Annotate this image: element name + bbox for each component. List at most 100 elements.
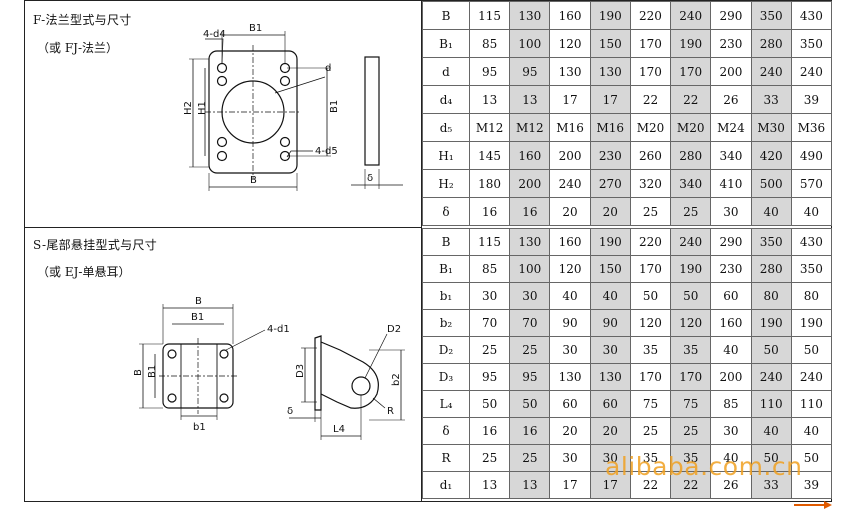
table-cell: M24 bbox=[710, 113, 752, 142]
table-cell: 190 bbox=[670, 29, 712, 58]
tail-drawing: B B1 4-d1 B B1 b1 δ L4 D3 D2 b2 R bbox=[133, 296, 405, 440]
table-cell: 430 bbox=[790, 228, 833, 256]
watermark: alibaba.com.cn bbox=[605, 452, 803, 481]
table-cell: 50 bbox=[670, 282, 712, 310]
flange-hole bbox=[216, 75, 228, 87]
table-cell: 120 bbox=[670, 309, 712, 337]
table-cell: 115 bbox=[468, 1, 511, 30]
table-cell: 80 bbox=[750, 282, 792, 310]
table-cell: 240 bbox=[790, 363, 833, 391]
table-cell: 25 bbox=[670, 417, 712, 445]
table-cell: 90 bbox=[549, 309, 591, 337]
table-cell: 26 bbox=[710, 85, 752, 114]
table-cell: 290 bbox=[710, 1, 752, 30]
table-cell: 170 bbox=[629, 363, 672, 391]
table-cell: 170 bbox=[629, 57, 672, 86]
table-cell: 130 bbox=[589, 57, 631, 86]
tail-label-delta: δ bbox=[287, 406, 293, 417]
table-cell: M12 bbox=[509, 113, 551, 142]
table-cell: 16 bbox=[509, 417, 551, 445]
table-cell: 240 bbox=[670, 228, 712, 256]
row-label: D₃ bbox=[422, 363, 470, 391]
table-cell: 26 bbox=[710, 471, 752, 499]
table-cell: 13 bbox=[468, 85, 511, 114]
table-cell: 240 bbox=[790, 57, 833, 86]
table-cell: 13 bbox=[509, 85, 551, 114]
tail-label-b2: b2 bbox=[391, 373, 402, 386]
tail-hole bbox=[167, 349, 177, 359]
table-cell: 160 bbox=[549, 228, 591, 256]
row-label: D₂ bbox=[422, 336, 470, 364]
table-cell: 33 bbox=[750, 85, 792, 114]
tail-label-b: B bbox=[195, 296, 202, 307]
row-label: L₄ bbox=[422, 390, 470, 418]
table-cell: 280 bbox=[670, 141, 712, 170]
table-cell: 95 bbox=[509, 57, 551, 86]
table-cell: 340 bbox=[670, 169, 712, 198]
row-label: R bbox=[422, 444, 470, 472]
table-cell: 60 bbox=[549, 390, 591, 418]
table-cell: 240 bbox=[670, 1, 712, 30]
table-cell: 30 bbox=[589, 336, 631, 364]
table-cell: 100 bbox=[509, 255, 551, 283]
table-cell: 50 bbox=[468, 390, 511, 418]
table-cell: 150 bbox=[589, 255, 631, 283]
table-cell: 25 bbox=[629, 417, 672, 445]
tail-hole bbox=[219, 349, 229, 359]
table-cell: 16 bbox=[468, 197, 511, 226]
table-cell: 130 bbox=[509, 228, 551, 256]
spec-sheet-frame: F-法兰型式与尺寸 （或 FJ-法兰） bbox=[24, 0, 833, 502]
row-label: d₄ bbox=[422, 85, 470, 114]
table-cell: 350 bbox=[790, 255, 833, 283]
table-cell: 25 bbox=[509, 444, 551, 472]
table-cell: 20 bbox=[589, 417, 631, 445]
table-cell: M20 bbox=[670, 113, 712, 142]
table-cell: 50 bbox=[790, 336, 833, 364]
table-cell: 350 bbox=[790, 29, 833, 58]
table-cell: 170 bbox=[629, 29, 672, 58]
flange-label-hole5: 4-d5 bbox=[315, 146, 338, 157]
table-cell: 85 bbox=[710, 390, 752, 418]
table-cell: 200 bbox=[710, 57, 752, 86]
flange-label-delta: δ bbox=[367, 173, 373, 184]
table-cell: 160 bbox=[509, 141, 551, 170]
table-cell: 230 bbox=[710, 255, 752, 283]
table-cell: 17 bbox=[589, 85, 631, 114]
table-cell: 35 bbox=[670, 444, 712, 472]
table-cell: 190 bbox=[670, 255, 712, 283]
table-cell: 110 bbox=[750, 390, 792, 418]
row-label: δ bbox=[422, 417, 470, 445]
tail-label-b1: B1 bbox=[191, 312, 204, 323]
table-cell: 110 bbox=[790, 390, 833, 418]
table-cell: 22 bbox=[670, 471, 712, 499]
tail-subtitle: （或 EJ-单悬耳） bbox=[37, 265, 131, 279]
flange-hole bbox=[279, 75, 291, 87]
table-cell: 280 bbox=[750, 255, 792, 283]
table-cell: 340 bbox=[710, 141, 752, 170]
table-cell: 95 bbox=[468, 363, 511, 391]
tail-label-d2: D2 bbox=[387, 324, 401, 335]
table-cell: 17 bbox=[589, 471, 631, 499]
table-cell: 290 bbox=[710, 228, 752, 256]
table-cell: 115 bbox=[468, 228, 511, 256]
table-cell: 39 bbox=[790, 471, 833, 499]
tail-hole bbox=[167, 393, 177, 403]
table-cell: 95 bbox=[509, 363, 551, 391]
table-cell: 30 bbox=[509, 282, 551, 310]
flange-drawing: 4-d4 B1 d H2 H1 B1 4-d5 B δ bbox=[183, 23, 403, 191]
table-cell: 25 bbox=[468, 336, 511, 364]
table-cell: 60 bbox=[589, 390, 631, 418]
table-cell: 130 bbox=[549, 363, 591, 391]
row-label: B₁ bbox=[422, 29, 470, 58]
table-cell: 190 bbox=[589, 1, 631, 30]
